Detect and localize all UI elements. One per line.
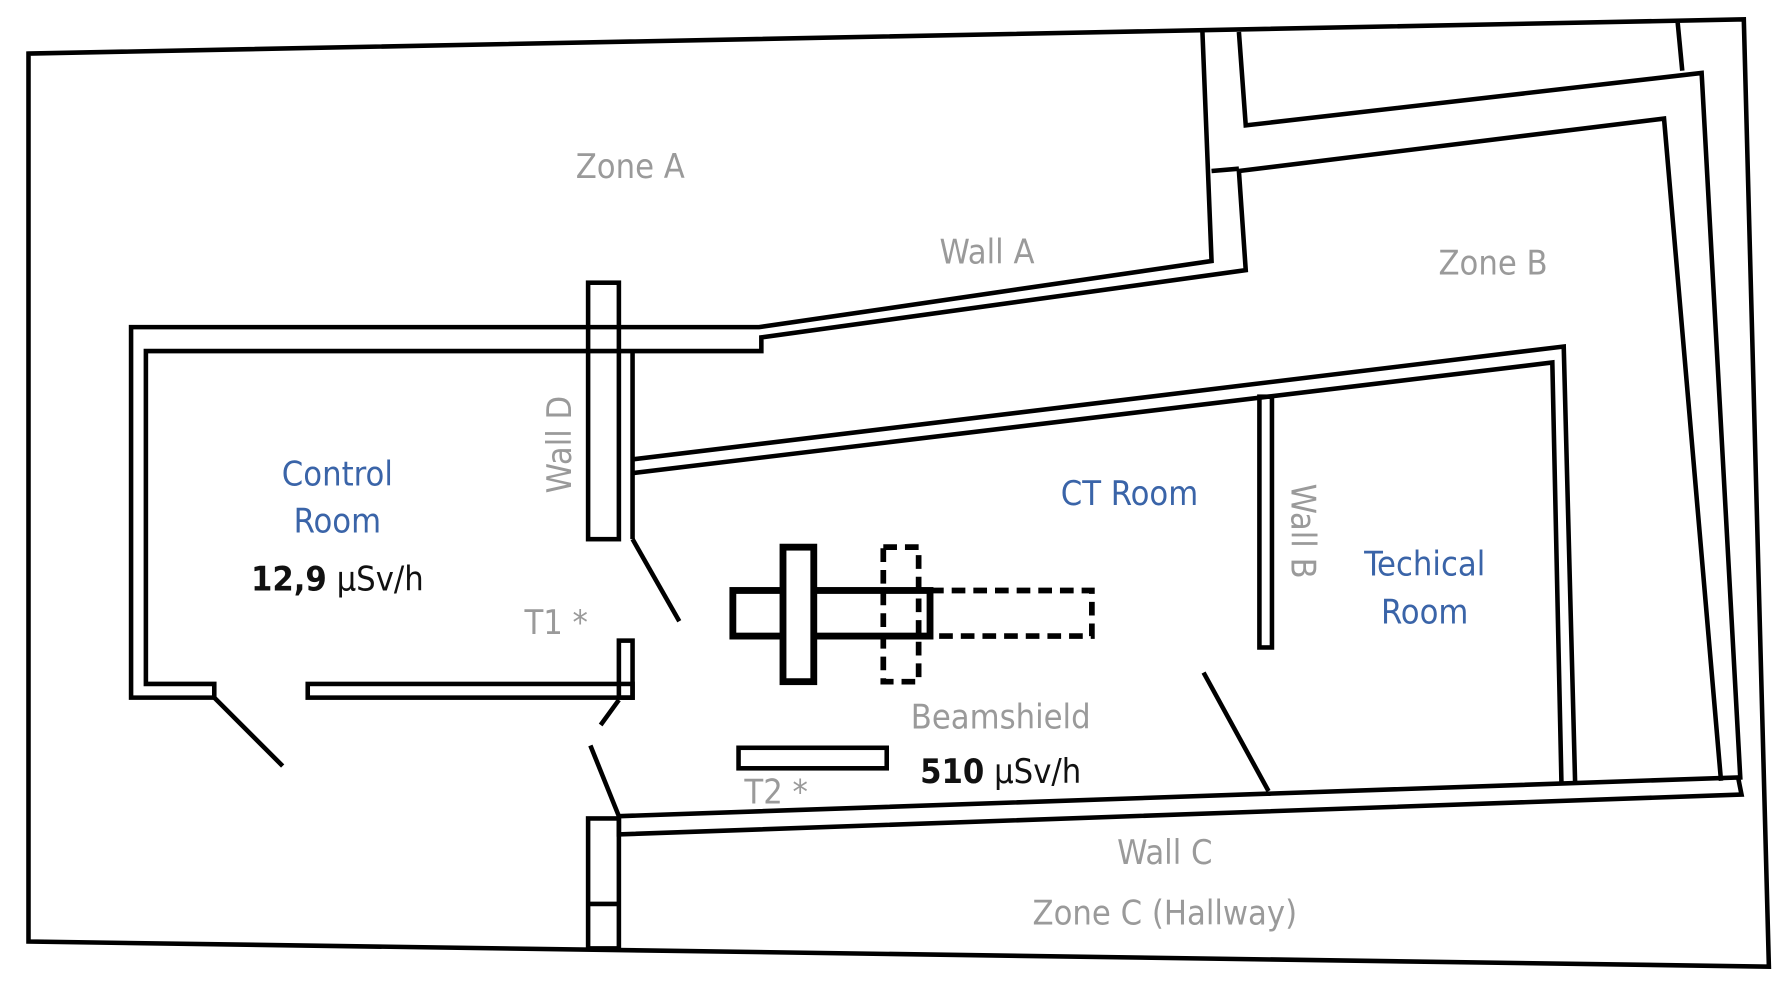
wall-d-label: Wall D	[540, 396, 580, 494]
ct-room-wall-top	[632, 343, 1578, 784]
ct-table-extended	[927, 587, 1095, 639]
wall-d	[585, 280, 622, 542]
wall-a-band	[1211, 166, 1240, 174]
zone-a-label: Zone A	[576, 147, 685, 187]
ct-gantry-alt-position	[880, 544, 922, 685]
beamshield-dose-unit: µSv/h	[994, 752, 1081, 792]
ct-room-wall-inner	[632, 359, 1564, 784]
wall-c-pillar	[585, 816, 622, 951]
wall-a-label: Wall A	[940, 232, 1035, 272]
control-room-label-2: Room	[294, 501, 381, 541]
wall-b	[1257, 394, 1275, 650]
zone-c-label: Zone C (Hallway)	[1033, 893, 1298, 933]
wall-right-top	[1675, 22, 1685, 71]
technical-room-label-1: Techical	[1363, 545, 1485, 585]
ct-room-label: CT Room	[1061, 474, 1198, 514]
t1-marker: T1 *	[523, 603, 587, 643]
wall-a-inner	[1236, 31, 1743, 780]
door-control-room	[212, 696, 285, 768]
ct-gantry	[779, 543, 818, 686]
control-room-dose-unit: µSv/h	[337, 559, 424, 599]
control-room-dose-value: 12,9	[251, 559, 327, 599]
outer-boundary	[26, 17, 1772, 969]
wall-a-outer	[128, 31, 1724, 782]
t2-marker: T2 *	[743, 773, 807, 813]
wall-c-label: Wall C	[1117, 833, 1212, 873]
zone-b-label: Zone B	[1438, 244, 1547, 284]
ct-device	[729, 543, 1095, 686]
control-room-bottom-wall	[305, 681, 635, 700]
door-hallway-b	[588, 744, 621, 818]
control-room-dose: 12,9 µSv/h	[251, 559, 424, 599]
door-hallway-a	[598, 698, 621, 727]
t2-shield	[736, 745, 889, 771]
ct-table	[729, 587, 934, 640]
door-ct-room	[630, 538, 682, 623]
wall-b-label: Wall B	[1282, 484, 1322, 579]
beamshield-dose: 510 µSv/h	[920, 752, 1081, 792]
control-room-label-1: Control	[282, 455, 393, 495]
beamshield-label: Beamshield	[911, 697, 1091, 737]
control-room-corner-wall	[616, 638, 635, 700]
beamshield-dose-value: 510	[920, 752, 984, 792]
technical-room-label-2: Room	[1381, 593, 1468, 633]
door-technical-room	[1201, 671, 1271, 793]
